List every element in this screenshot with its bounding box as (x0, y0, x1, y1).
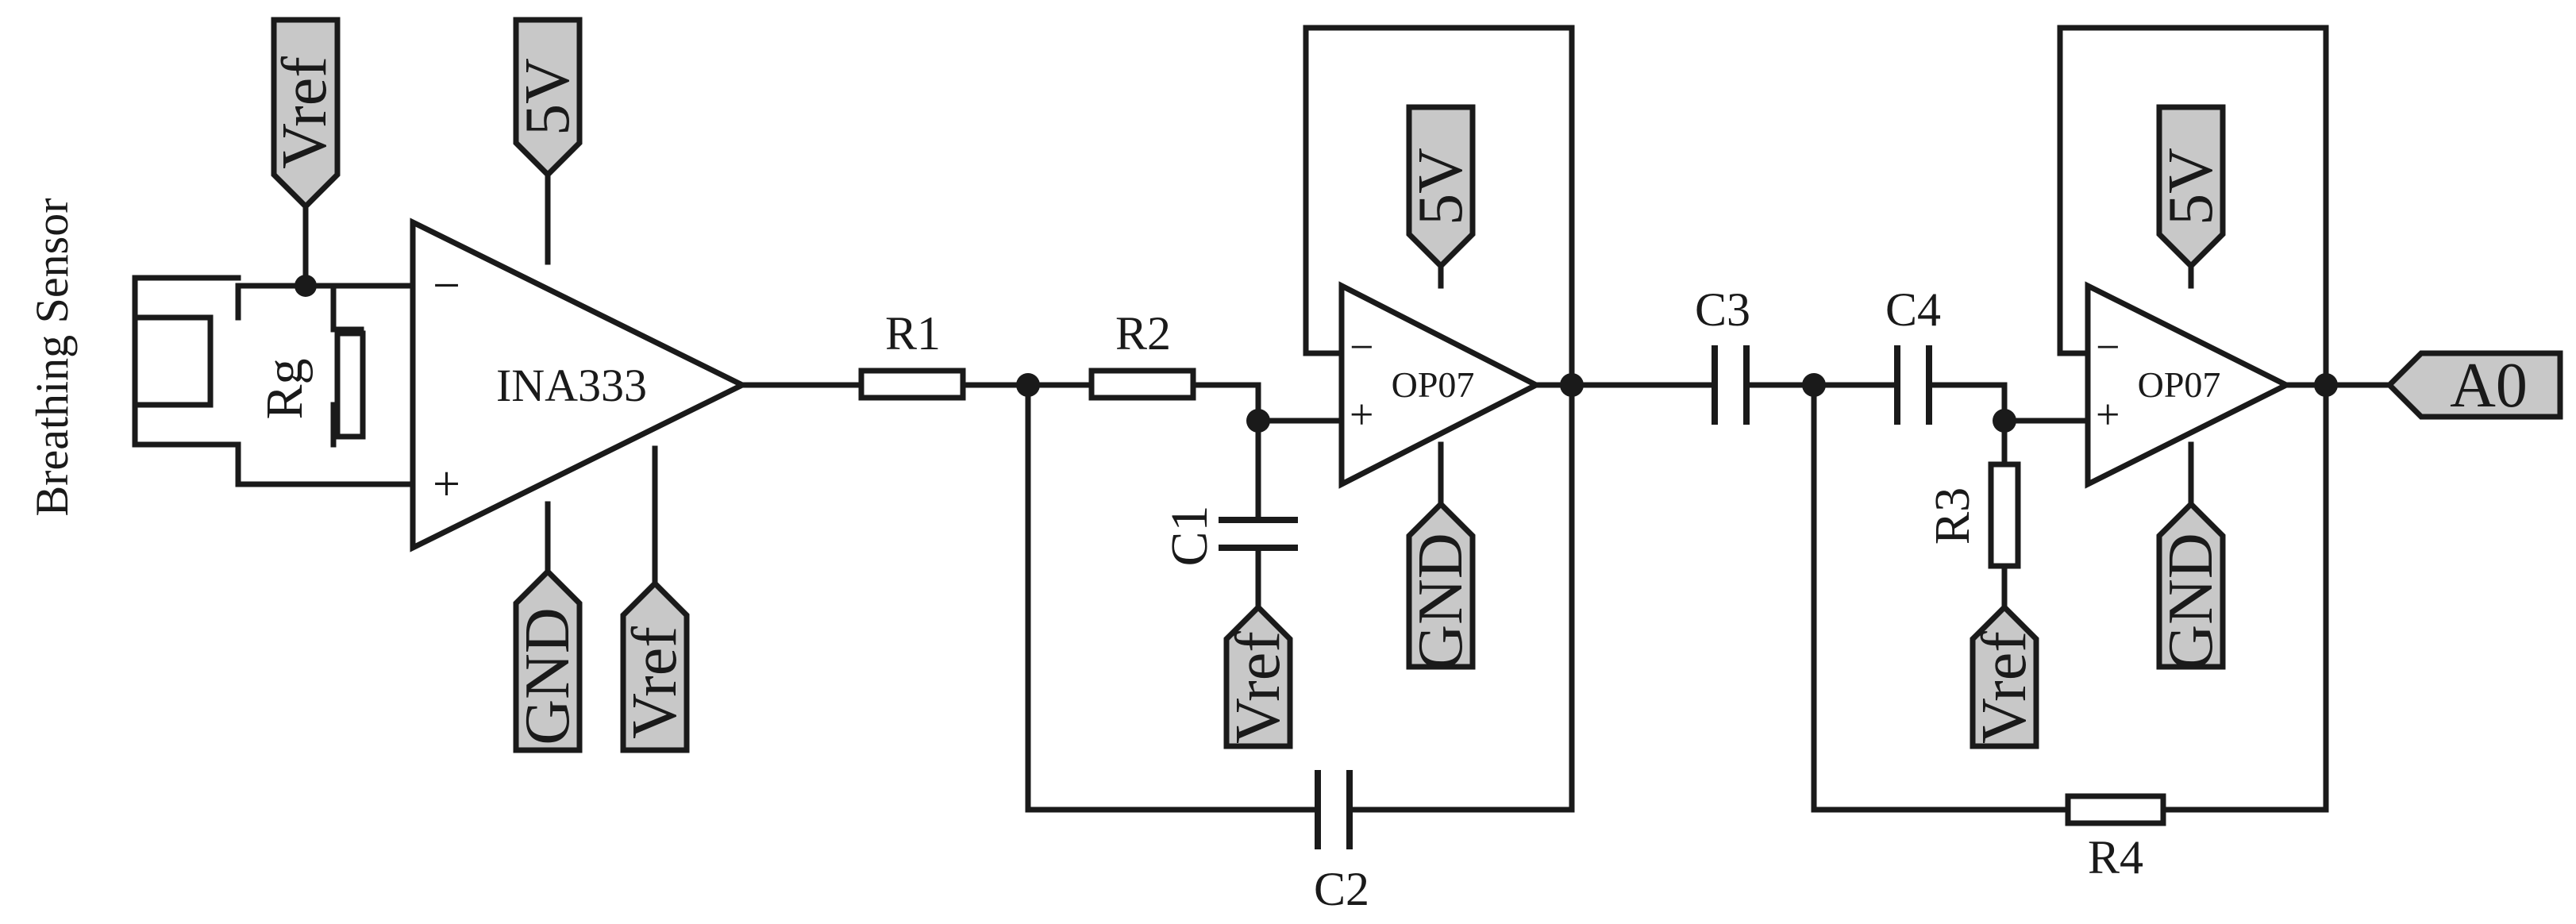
r1-label: R1 (885, 307, 941, 360)
svg-text:Vref: Vref (270, 56, 340, 169)
op07-amplifier-1 (1338, 281, 1542, 489)
junction-dot (1802, 373, 1826, 397)
sensor-label: Breathing Sensor (26, 198, 78, 516)
svg-text:GND: GND (513, 607, 583, 745)
c4-capacitor (1894, 345, 1932, 425)
svg-text:5V: 5V (513, 58, 583, 136)
r4-label: R4 (2088, 831, 2143, 884)
gnd-tag: GND (1406, 500, 1476, 671)
junction-dot (1993, 409, 2016, 433)
c4-label: C4 (1885, 283, 1941, 336)
c2-label: C2 (1314, 863, 1369, 915)
junction-dot (295, 275, 317, 297)
junction-dot (2314, 373, 2338, 397)
input-wiring (235, 195, 432, 487)
c1-label: C1 (1161, 505, 1219, 566)
ina333-amplifier (410, 140, 749, 591)
ina333-label: INA333 (496, 360, 647, 411)
stage2-wiring (739, 25, 1718, 813)
r3-resistor (1988, 461, 2021, 569)
svg-text:GND: GND (2156, 533, 2226, 670)
stage3-wiring (1743, 25, 2393, 813)
ina333-plus-pin: + (433, 457, 460, 511)
svg-text:Vref: Vref (1223, 631, 1293, 744)
vref-tag: Vref (270, 17, 341, 210)
svg-text:GND: GND (1406, 533, 1476, 670)
5v-tag: 5V (2156, 104, 2226, 270)
gnd-tag: GND (513, 568, 583, 753)
op07-2-plus-pin: + (2096, 391, 2120, 438)
op07-1-label: OP07 (1392, 364, 1475, 405)
c2-capacitor (1315, 770, 1353, 849)
svg-text:5V: 5V (2156, 148, 2226, 225)
c3-capacitor (1712, 345, 1750, 425)
op07-1-plus-pin: + (1350, 391, 1373, 438)
junction-dot (1246, 409, 1270, 433)
svg-text:5V: 5V (1406, 148, 1476, 225)
c1-capacitor (1219, 517, 1298, 551)
vref-tag: Vref (1970, 603, 2039, 749)
a0-output-tag: A0 (2385, 350, 2563, 421)
rg-resistor (334, 330, 366, 440)
5v-tag: 5V (513, 17, 583, 179)
vref-tag: Vref (620, 579, 690, 753)
ina333-minus-pin: − (433, 259, 460, 313)
a0-label: A0 (2450, 351, 2528, 421)
breathing-sensor (132, 275, 241, 448)
c3-label: C3 (1695, 283, 1750, 336)
r1-resistor (858, 368, 966, 401)
r4-resistor (2065, 793, 2166, 826)
rg-label: Rg (256, 358, 314, 419)
op07-amplifier-2 (2085, 281, 2293, 489)
junction-dot (1560, 373, 1584, 397)
op07-2-label: OP07 (2138, 364, 2221, 405)
svg-text:Vref: Vref (1970, 631, 2039, 744)
5v-tag: 5V (1406, 104, 1476, 270)
vref-tag: Vref (1223, 603, 1293, 749)
r3-label: R3 (1926, 487, 1980, 545)
r2-label: R2 (1115, 307, 1171, 360)
op07-1-minus-pin: − (1350, 323, 1373, 371)
junction-dot (1016, 373, 1040, 397)
gnd-tag: GND (2156, 500, 2226, 671)
r2-resistor (1088, 368, 1196, 401)
svg-text:Vref: Vref (620, 626, 690, 739)
op07-2-minus-pin: − (2096, 323, 2120, 371)
